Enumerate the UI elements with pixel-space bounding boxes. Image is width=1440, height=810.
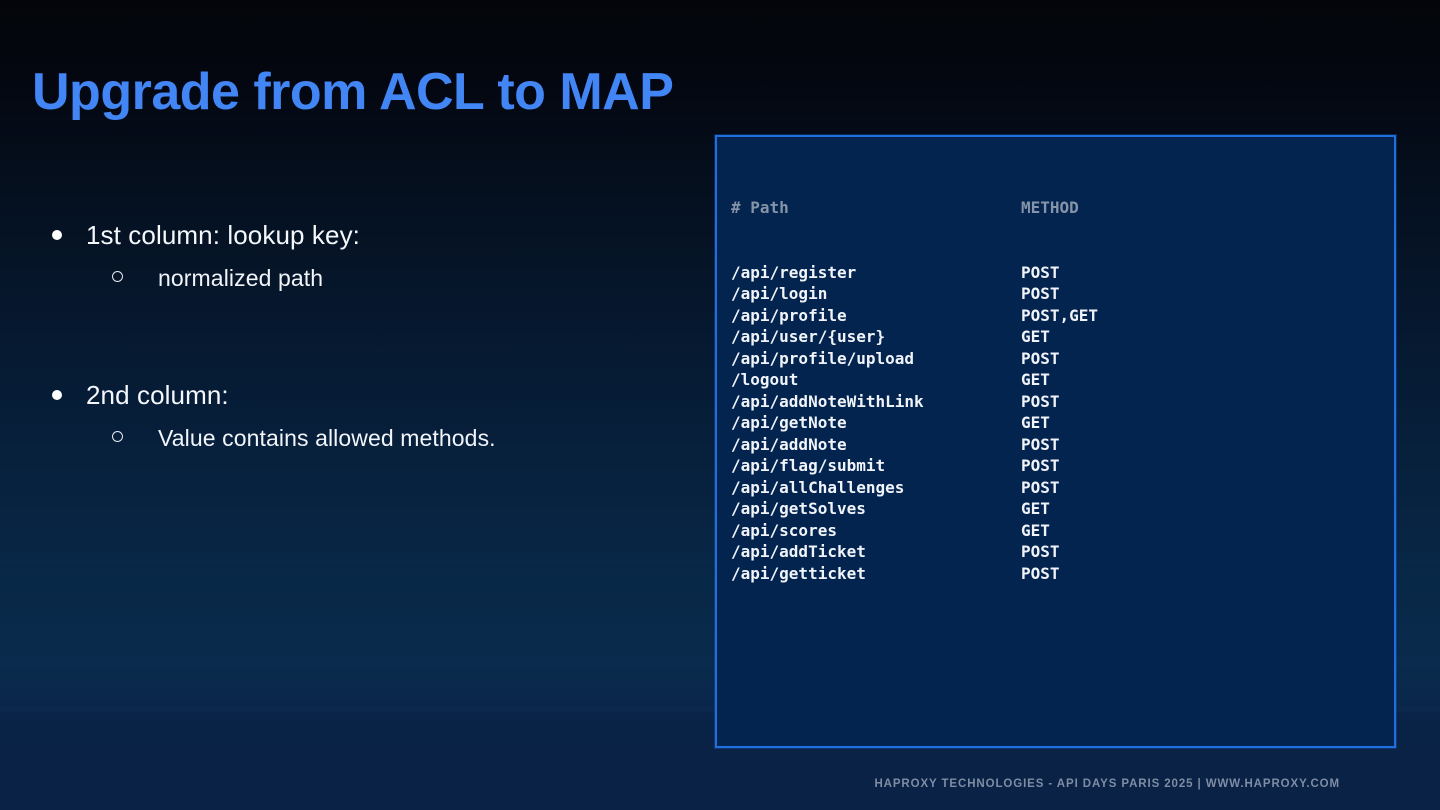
cell-path: /api/user/{user}	[731, 327, 886, 346]
table-row: /logout GET	[731, 369, 1394, 391]
cell-path: /api/addTicket	[731, 542, 866, 561]
table-row: /api/login POST	[731, 283, 1394, 305]
column-header-method: METHOD	[1021, 198, 1079, 217]
cell-path: /api/login	[731, 284, 828, 303]
cell-path: /api/flag/submit	[731, 456, 886, 475]
cell-path: /api/scores	[731, 520, 837, 540]
table-header-row: # Path METHOD	[731, 197, 1394, 219]
cell-path: /api/getticket	[731, 563, 866, 583]
cell-path: /api/profile	[731, 305, 847, 325]
cell-path: /api/addNoteWithLink	[731, 391, 924, 411]
bullet-item-level2: Value contains allowed methods.	[40, 423, 680, 454]
slide-footer: HAPROXY TECHNOLOGIES - API DAYS PARIS 20…	[874, 778, 1340, 790]
cell-path: /api/allChallenges	[731, 477, 905, 497]
bullet-level2-label: normalized path	[158, 265, 324, 292]
table-row: /api/addTicket POST	[731, 541, 1394, 563]
cell-method: GET	[1021, 370, 1050, 389]
table-row: /api/getticket POST	[731, 563, 1394, 585]
bullet-list: 1st column: lookup key: normalized path …	[40, 218, 680, 454]
table-row: /api/flag/submit POST	[731, 455, 1394, 477]
table-row: /api/profile POST,GET	[731, 305, 1394, 327]
table-row: /api/user/{user} GET	[731, 326, 1394, 348]
table-row: /api/allChallenges POST	[731, 477, 1394, 499]
cell-path: /api/getNote	[731, 413, 847, 432]
cell-method: POST	[1021, 477, 1060, 497]
cell-path: /api/register	[731, 262, 857, 282]
cell-method: GET	[1021, 327, 1050, 346]
cell-path: /api/profile/upload	[731, 348, 915, 368]
cell-method: POST	[1021, 542, 1060, 561]
bullet-item-level1: 1st column: lookup key:	[40, 218, 680, 253]
bullet-circle-icon	[112, 435, 158, 446]
cell-path: /api/addNote	[731, 434, 847, 454]
bullet-item-level1: 2nd column:	[40, 378, 680, 413]
bullet-level1-label: 1st column: lookup key:	[86, 220, 360, 250]
bullet-level1-label: 2nd column:	[86, 380, 229, 411]
cell-method: POST	[1021, 456, 1060, 475]
cell-method: POST	[1021, 434, 1060, 454]
cell-method: GET	[1021, 499, 1050, 518]
cell-method: POST	[1021, 563, 1060, 583]
table-row: /api/addNote POST	[731, 434, 1394, 456]
cell-method: POST	[1021, 262, 1060, 282]
table-row: /api/getSolves GET	[731, 498, 1394, 520]
table-row: /api/register POST	[731, 262, 1394, 284]
bullet-group-1: 1st column: lookup key: normalized path	[40, 218, 680, 294]
table-row: /api/scores GET	[731, 520, 1394, 542]
cell-method: POST	[1021, 284, 1060, 303]
bullet-disc-icon	[40, 234, 86, 244]
page-title: Upgrade from ACL to MAP	[32, 63, 674, 121]
bullet-level2-label: Value contains allowed methods.	[158, 425, 496, 452]
bullet-item-level2: normalized path	[40, 263, 680, 294]
bullet-disc-icon	[40, 394, 86, 404]
cell-method: POST,GET	[1021, 305, 1099, 325]
cell-method: POST	[1021, 348, 1060, 368]
cell-method: POST	[1021, 391, 1060, 411]
bullet-group-2: 2nd column: Value contains allowed metho…	[40, 378, 680, 454]
table-row: /api/addNoteWithLink POST	[731, 391, 1394, 413]
table-row: /api/profile/upload POST	[731, 348, 1394, 370]
cell-path: /logout	[731, 370, 799, 389]
cell-path: /api/getSolves	[731, 499, 866, 518]
bullet-circle-icon	[112, 275, 158, 286]
column-header-path: # Path	[731, 198, 789, 217]
table-row: /api/getNote GET	[731, 412, 1394, 434]
cell-method: GET	[1021, 413, 1050, 432]
cell-method: GET	[1021, 520, 1050, 540]
